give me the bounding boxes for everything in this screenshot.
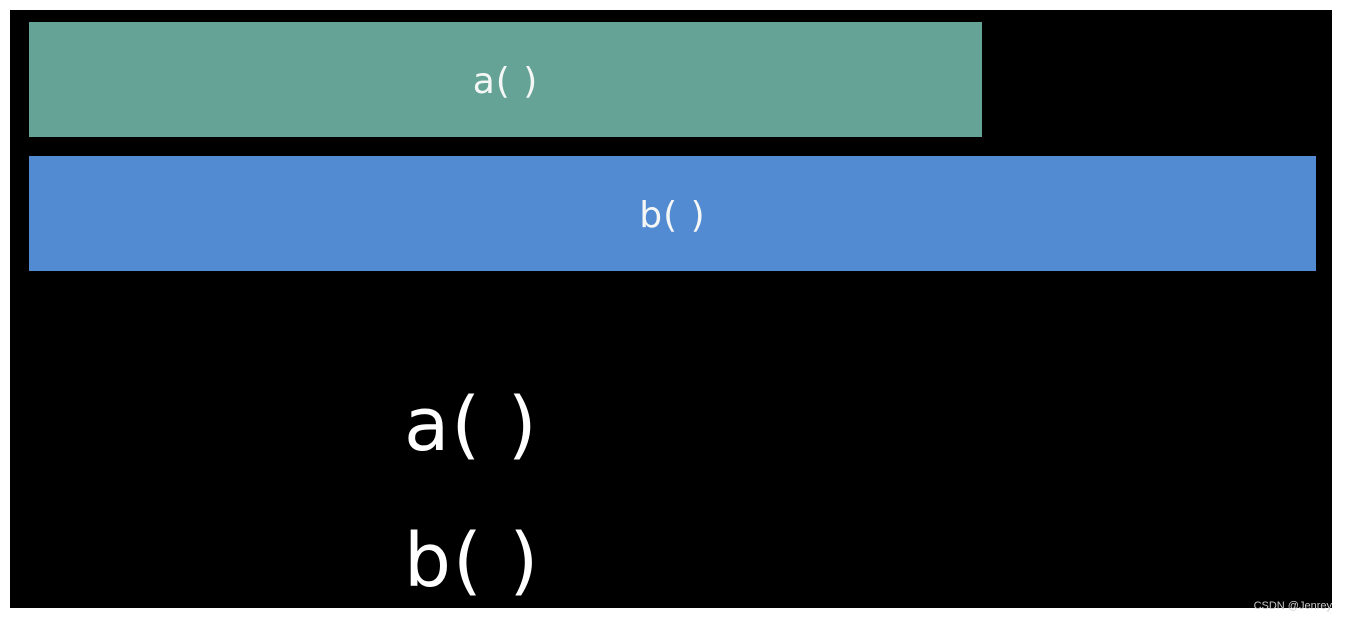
code-line-b: b( ) <box>404 518 541 604</box>
code-line-a: a( ) <box>404 382 539 468</box>
diagram-canvas: a( ) b( ) a( ) b( ) <box>10 10 1332 608</box>
watermark: CSDN @Jenrey <box>1253 600 1332 612</box>
bar-b-label: b( ) <box>639 195 706 236</box>
bar-b: b( ) <box>29 156 1316 271</box>
bar-a-label: a( ) <box>472 61 539 102</box>
bar-a: a( ) <box>29 22 982 137</box>
